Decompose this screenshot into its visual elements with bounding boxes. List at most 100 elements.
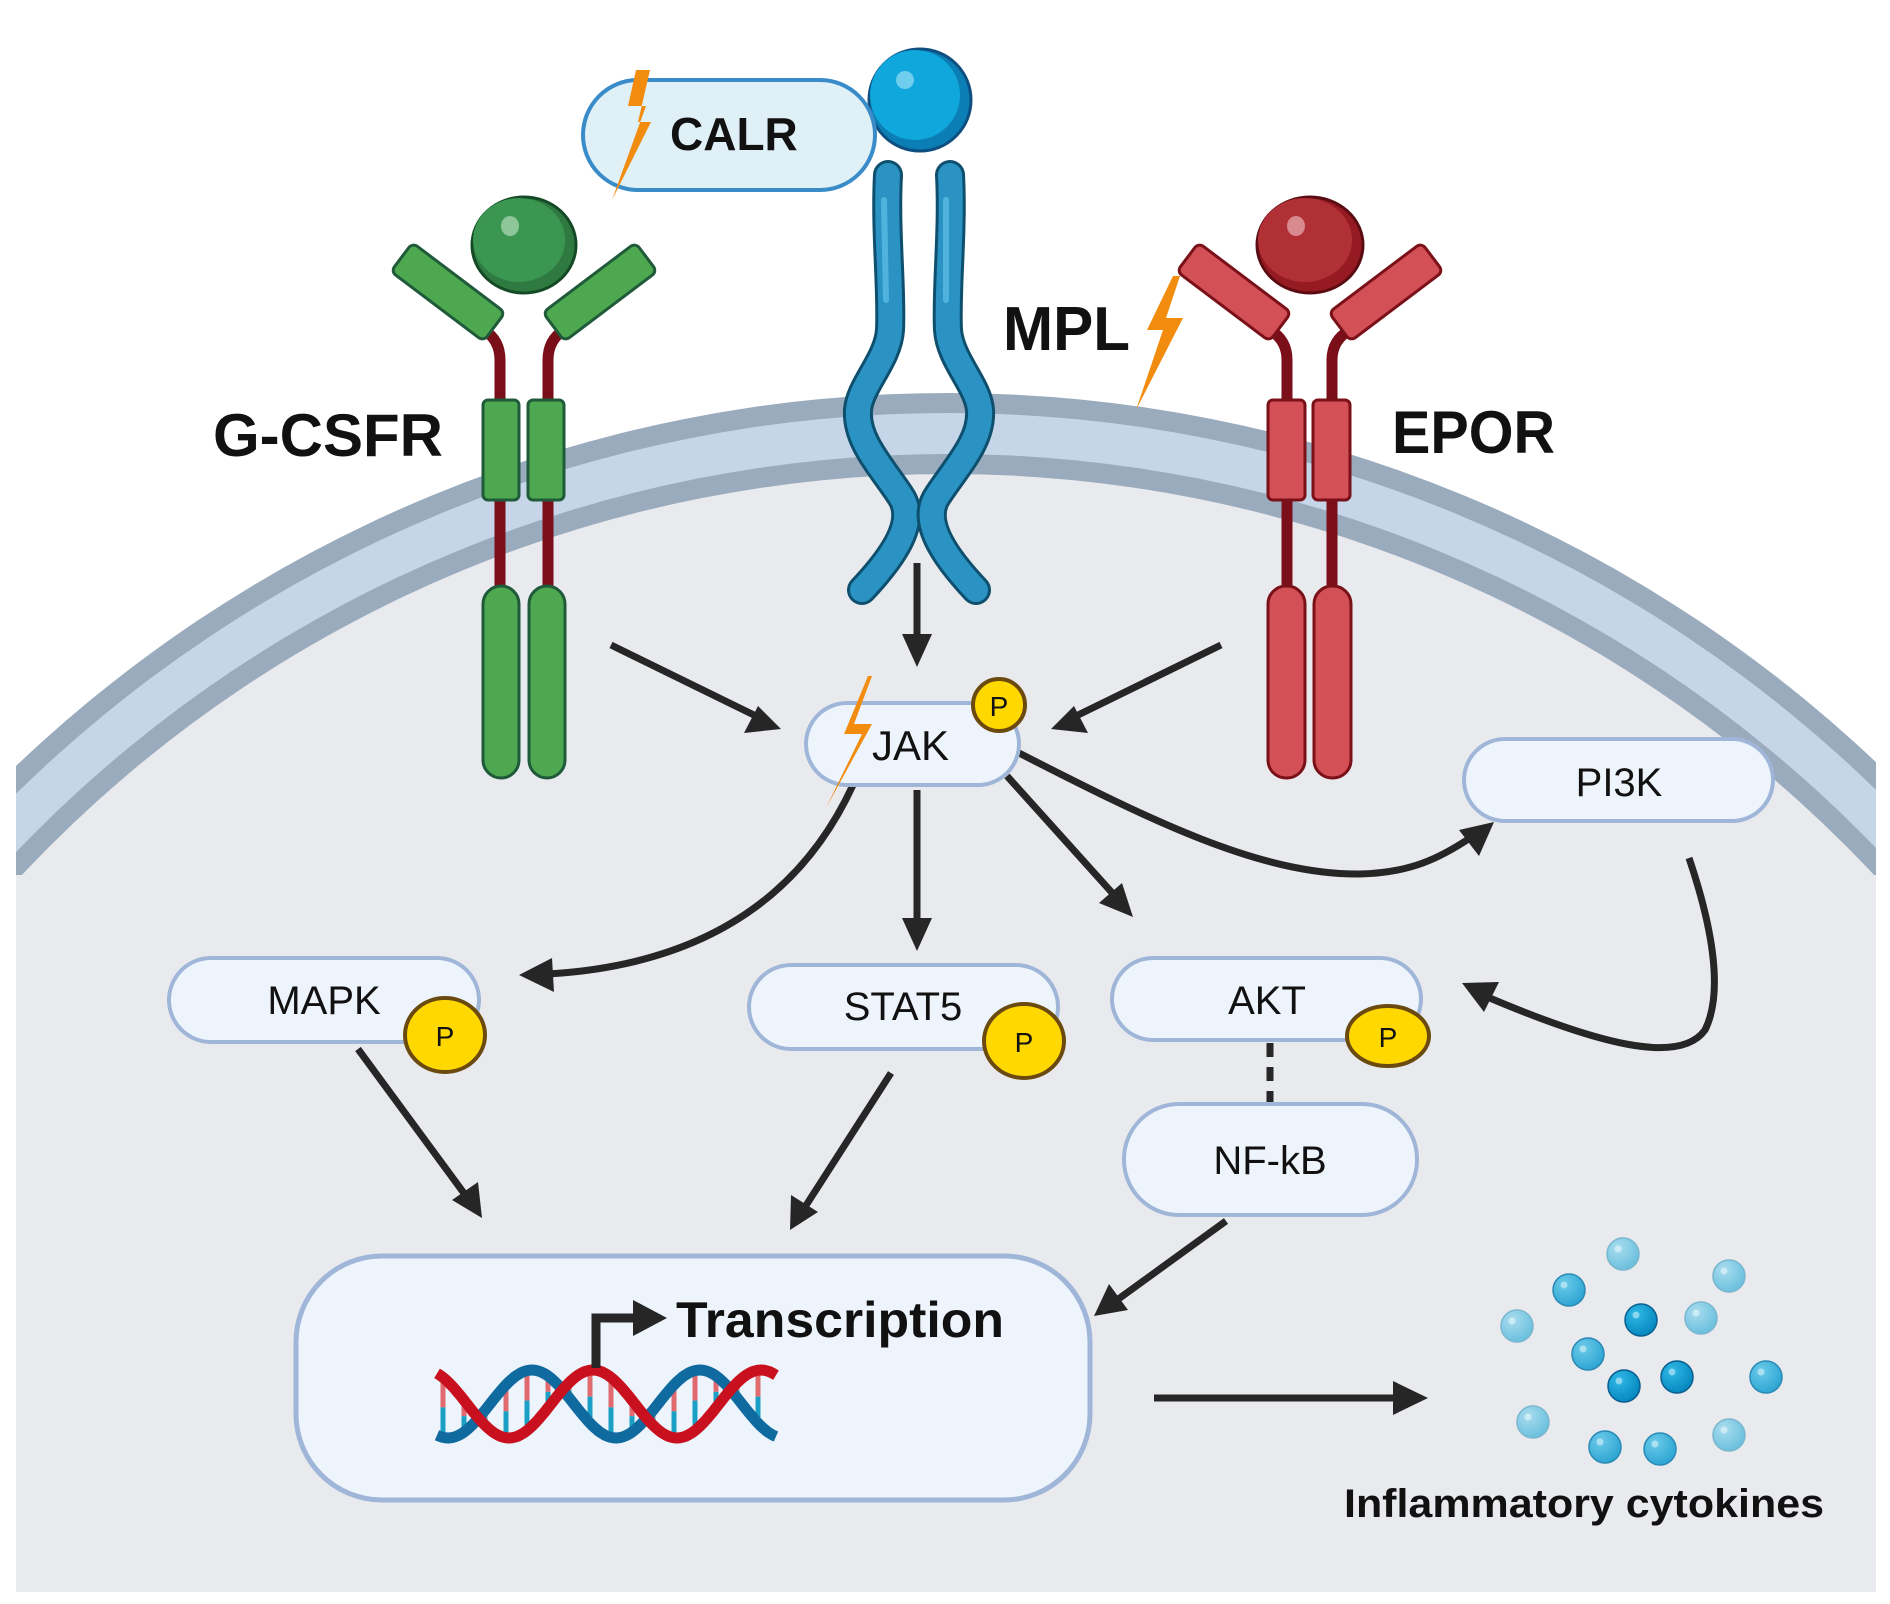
- edge-stat5-transcription: [802, 1071, 894, 1209]
- calr-label: CALR: [670, 108, 798, 160]
- mpl-chain-left-sheen: [881, 197, 889, 303]
- calr-mutation-bolt-icon: [612, 70, 651, 200]
- edge-epor-jak: [1072, 641, 1223, 721]
- dna-strand-blue: [434, 1364, 779, 1444]
- epor-tm-right: [1311, 398, 1352, 502]
- akt-label: AKT: [1228, 979, 1306, 1023]
- gcsfr-tm-right: [526, 398, 566, 502]
- edge-jak-mapk: [547, 783, 857, 978]
- edge-pi3k-akt: [1483, 856, 1718, 1052]
- cytokine-sphere: [1660, 1360, 1694, 1394]
- calr-pill: [581, 78, 877, 192]
- arrowhead-jak-akt: [1099, 883, 1133, 917]
- mapk-phospho-label: P: [436, 1021, 455, 1052]
- cytokine-highlight: [1524, 1413, 1532, 1421]
- pi3k-pill: [1462, 737, 1775, 823]
- cytokine-sphere: [1607, 1369, 1641, 1403]
- epor-ligand-highlight: [1287, 216, 1305, 236]
- nfkb-label: NF-kB: [1213, 1139, 1326, 1183]
- node-jak[interactable]: JAK P: [804, 677, 1027, 787]
- gcsfr-tm-left: [481, 398, 521, 502]
- arrowhead-jak-mapk: [519, 958, 554, 992]
- mpl-ligand-face: [870, 50, 960, 140]
- jak-phospho-label: P: [990, 691, 1009, 722]
- transcription-box[interactable]: Transcription: [293, 1253, 1093, 1503]
- nfkb-pill: [1122, 1102, 1419, 1217]
- pi3k-label: PI3K: [1576, 761, 1663, 805]
- cytokine-sphere: [1606, 1237, 1640, 1271]
- transcription-label: Transcription: [676, 1292, 1004, 1348]
- cytokine-highlight: [1579, 1345, 1587, 1353]
- node-nfkb[interactable]: NF-kB: [1122, 1102, 1419, 1217]
- arrowhead-stat5-transcription: [790, 1195, 818, 1230]
- edge-gcsfr-jak: [609, 641, 760, 721]
- edges: [355, 563, 1718, 1415]
- cytokine-highlight: [1651, 1440, 1659, 1448]
- cytokine-highlight: [1614, 1245, 1622, 1253]
- arrowhead-mapk-transcription: [452, 1182, 482, 1218]
- cytokines-cluster: [1500, 1237, 1783, 1466]
- jak-phospho-badge: [971, 677, 1027, 733]
- epor-arm-left: [1177, 243, 1291, 341]
- cytokine-sphere: [1712, 1259, 1746, 1293]
- cytokine-sphere: [1712, 1418, 1746, 1452]
- gcsfr-label: G-CSFR: [213, 402, 443, 469]
- mpl-label: MPL: [1003, 295, 1130, 364]
- node-akt[interactable]: AKT P: [1110, 956, 1431, 1068]
- arrowhead-epor-jak: [1051, 706, 1088, 733]
- arrowhead-gcsfr-jak: [744, 706, 781, 733]
- cytokine-highlight: [1560, 1281, 1568, 1289]
- cytokine-sphere: [1624, 1303, 1658, 1337]
- calr-protein[interactable]: CALR: [581, 78, 877, 192]
- mpl-receptor[interactable]: [842, 47, 996, 605]
- mpl-mutation-bolt-icon: [1136, 276, 1183, 410]
- node-pi3k[interactable]: PI3K: [1462, 737, 1775, 823]
- cytokine-sphere: [1571, 1337, 1605, 1371]
- cytokine-highlight: [1596, 1438, 1604, 1446]
- arrowhead-pi3k-akt: [1462, 982, 1499, 1012]
- cytokine-highlight: [1668, 1368, 1676, 1376]
- dna-helix-icon: [434, 1364, 779, 1444]
- cytokine-sphere: [1588, 1430, 1622, 1464]
- arrowhead-jak-stat5: [902, 918, 932, 951]
- epor-intra-left: [1266, 584, 1307, 780]
- edge-jak-pi3k: [1015, 748, 1472, 878]
- cytokine-highlight: [1615, 1377, 1623, 1385]
- dna-strand-red: [434, 1364, 779, 1444]
- cytokine-highlight: [1720, 1267, 1728, 1275]
- jak-pill: [804, 701, 1021, 787]
- arrowhead-jak-pi3k: [1459, 822, 1494, 856]
- cytokine-sphere: [1749, 1360, 1783, 1394]
- cytokine-sphere: [1684, 1301, 1718, 1335]
- mapk-pill: [167, 956, 481, 1044]
- gcsfr-ligand-face: [473, 198, 565, 282]
- stat5-pill: [747, 963, 1060, 1051]
- stat5-phospho-label: P: [1015, 1027, 1034, 1058]
- epor-tm-left: [1266, 398, 1307, 502]
- cytokine-sphere: [1643, 1432, 1677, 1466]
- mpl-ligand-highlight: [896, 71, 914, 89]
- cytokine-highlight: [1508, 1317, 1516, 1325]
- epor-arm-right: [1329, 243, 1443, 341]
- node-stat5[interactable]: STAT5 P: [747, 963, 1066, 1080]
- arrowhead-nfkb-transcription: [1094, 1284, 1128, 1316]
- gcsfr-ligand-highlight: [501, 216, 519, 236]
- cytokine-sphere: [1516, 1405, 1550, 1439]
- gcsfr-intra-right: [527, 584, 567, 780]
- akt-phospho-badge: [1345, 1004, 1431, 1068]
- stat5-label: STAT5: [844, 985, 963, 1029]
- epor-receptor[interactable]: [1177, 195, 1443, 780]
- cytokine-sphere: [1500, 1309, 1534, 1343]
- cytokine-highlight: [1757, 1368, 1765, 1376]
- node-mapk[interactable]: MAPK P: [167, 956, 487, 1074]
- gcsfr-arm-left: [391, 243, 505, 341]
- edge-mapk-transcription: [355, 1046, 469, 1199]
- arrowhead-transcription-cytokines: [1393, 1381, 1428, 1415]
- cytokine-highlight: [1692, 1309, 1700, 1317]
- akt-pill: [1110, 956, 1423, 1042]
- gcsfr-receptor[interactable]: [391, 195, 657, 780]
- transcription-start-arrow-icon: [591, 1313, 640, 1368]
- mapk-label: MAPK: [267, 979, 381, 1023]
- mapk-phospho-badge: [403, 996, 487, 1074]
